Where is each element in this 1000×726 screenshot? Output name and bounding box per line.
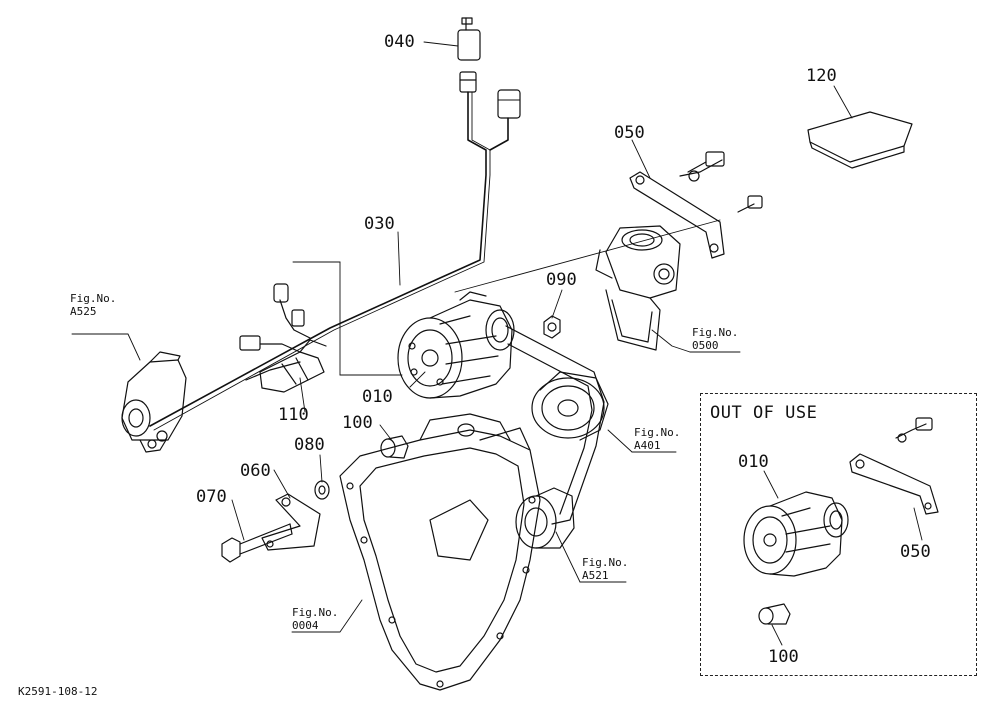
gear-case-0004 xyxy=(339,413,541,691)
part-label-010: 010 xyxy=(362,387,393,407)
crank-pulley-a521 xyxy=(515,487,575,549)
fig-ref-a525-label: Fig.No. xyxy=(70,292,117,305)
fig-ref-a401-number: A401 xyxy=(634,439,661,452)
instruction-sheet-120 xyxy=(807,111,913,169)
part-label-070: 070 xyxy=(196,487,227,507)
out-of-use-panel xyxy=(700,393,977,676)
part-label-050: 050 xyxy=(614,123,645,143)
inset-spacer-100 xyxy=(758,603,791,625)
fig-ref-a525: Fig.No. A525 xyxy=(70,292,116,318)
fig-ref-0004: Fig.No. 0004 xyxy=(292,606,338,632)
inset-bracket-050 xyxy=(849,417,939,515)
out-of-use-title: OUT OF USE xyxy=(710,403,818,423)
leader-lines xyxy=(71,41,923,646)
inset-alternator-010 xyxy=(743,491,849,577)
fig-ref-0004-label: Fig.No. xyxy=(292,606,339,619)
relay-040 xyxy=(457,17,481,93)
part-label-040: 040 xyxy=(384,32,415,52)
drawing-reference-number: K2591-108-12 xyxy=(18,685,98,698)
part-label-110: 110 xyxy=(278,405,309,425)
wiring-harness-030 xyxy=(149,89,521,431)
fig-ref-a401-label: Fig.No. xyxy=(634,426,681,439)
fig-ref-0500: Fig.No. 0500 xyxy=(692,326,738,352)
bracket-050 xyxy=(629,151,763,259)
bolt-070 xyxy=(221,523,293,563)
inset-part-label-100: 100 xyxy=(768,647,799,667)
fig-ref-0500-number: 0500 xyxy=(692,339,719,352)
fig-ref-0004-number: 0004 xyxy=(292,619,319,632)
part-label-030: 030 xyxy=(364,214,395,234)
thermostat-housing-0500 xyxy=(595,225,681,351)
fig-ref-a521-number: A521 xyxy=(582,569,609,582)
fig-ref-a521-label: Fig.No. xyxy=(582,556,629,569)
starter-motor-a525 xyxy=(121,351,187,453)
part-label-080: 080 xyxy=(294,435,325,455)
part-label-120: 120 xyxy=(806,66,837,86)
part-label-100: 100 xyxy=(342,413,373,433)
clamp-110 xyxy=(259,339,327,393)
spacer-100 xyxy=(380,435,409,459)
fig-ref-a525-number: A525 xyxy=(70,305,97,318)
fig-ref-a521: Fig.No. A521 xyxy=(582,556,628,582)
fan-pulley-a401 xyxy=(531,371,609,441)
alternator-010 xyxy=(397,291,515,399)
part-label-090: 090 xyxy=(546,270,577,290)
fan-belt xyxy=(505,325,605,525)
fig-ref-0500-label: Fig.No. xyxy=(692,326,739,339)
nut-090 xyxy=(543,315,561,339)
part-label-060: 060 xyxy=(240,461,271,481)
fig-ref-a401: Fig.No. A401 xyxy=(634,426,680,452)
inset-part-label-010: 010 xyxy=(738,452,769,472)
inset-part-label-050: 050 xyxy=(900,542,931,562)
washer-080 xyxy=(314,480,330,500)
